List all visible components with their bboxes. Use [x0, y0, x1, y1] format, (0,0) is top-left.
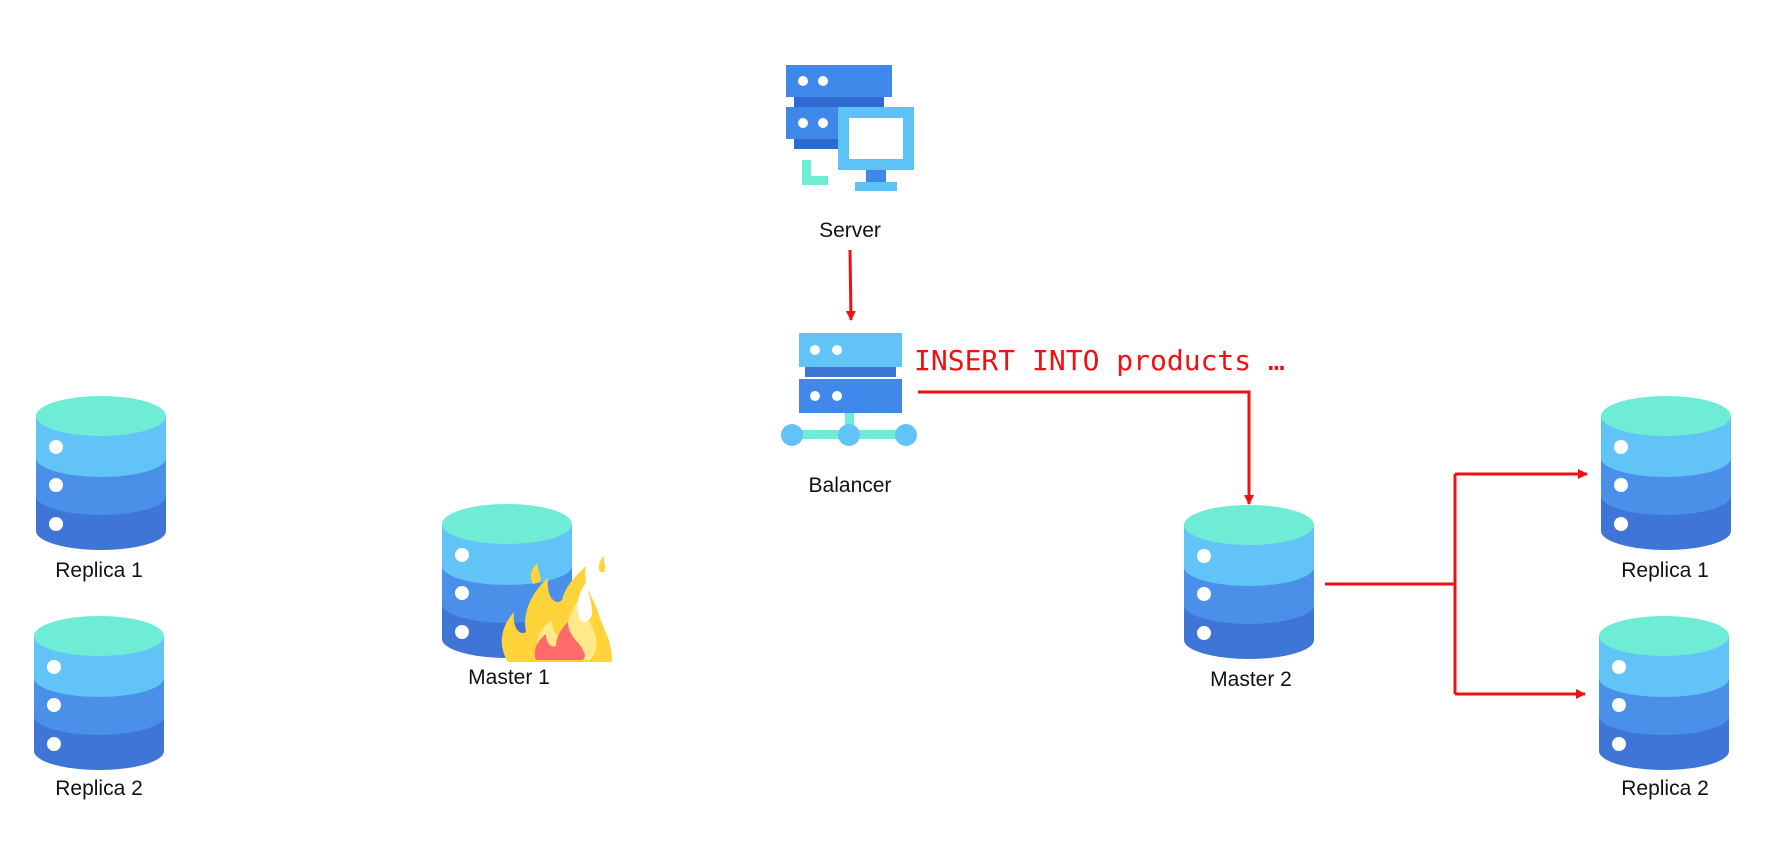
server-computer-icon: [786, 65, 914, 191]
right-replica-2-label: Replica 2: [1621, 777, 1709, 800]
master-1-node[interactable]: Master 1: [442, 504, 612, 689]
balancer-label: Balancer: [809, 474, 892, 497]
query-annotation: INSERT INTO products …: [914, 344, 1285, 377]
fire-icon: [501, 556, 612, 662]
left-replica-1-label: Replica 1: [55, 559, 143, 582]
left-replica-2-label: Replica 2: [55, 777, 143, 800]
master-2-label: Master 2: [1210, 668, 1292, 691]
arrow-balancer-to-master-2: [918, 390, 1254, 505]
database-icon: [1601, 396, 1731, 550]
database-icon: [1184, 505, 1314, 659]
left-replica-2-node[interactable]: Replica 2: [34, 616, 164, 800]
balancer-node[interactable]: Balancer: [781, 333, 917, 497]
right-replica-1-node[interactable]: Replica 1: [1601, 396, 1731, 582]
connectors: [845, 249, 1588, 699]
arrow-server-to-balancer: [845, 249, 856, 321]
database-icon: [36, 396, 166, 550]
server-node[interactable]: Server: [786, 65, 914, 242]
master-2-node[interactable]: Master 2: [1184, 505, 1314, 691]
master-1-label: Master 1: [468, 666, 550, 689]
server-label: Server: [819, 219, 881, 242]
left-replica-1-node[interactable]: Replica 1: [36, 396, 166, 582]
database-icon: [34, 616, 164, 770]
database-icon: [1599, 616, 1729, 770]
right-replica-1-label: Replica 1: [1621, 559, 1709, 582]
right-replica-2-node[interactable]: Replica 2: [1599, 616, 1729, 800]
load-balancer-icon: [781, 333, 917, 446]
